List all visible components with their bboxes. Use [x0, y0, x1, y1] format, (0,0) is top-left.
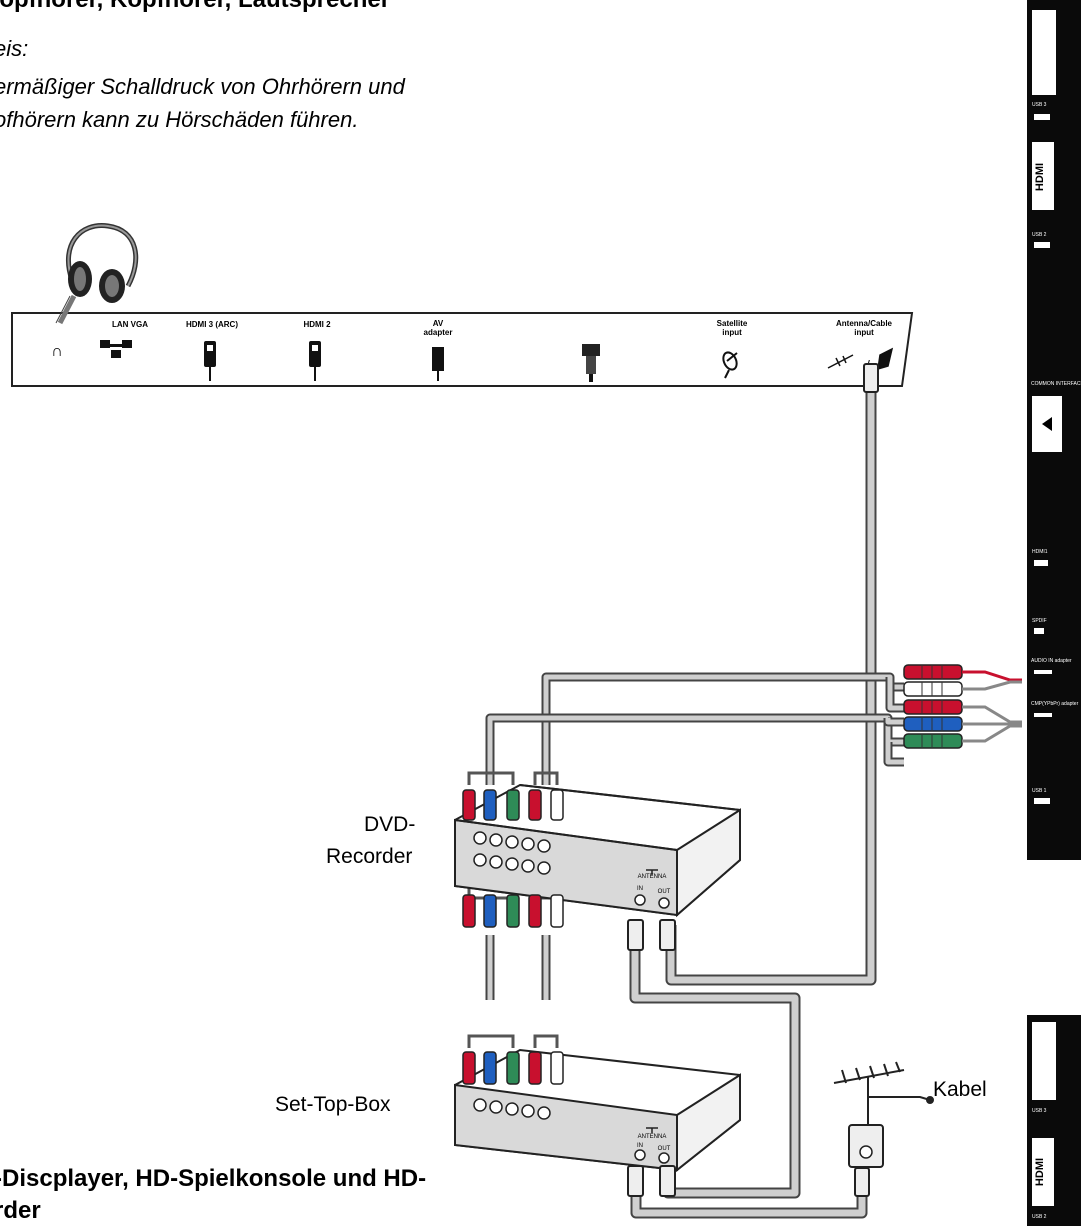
satellite-dish-icon	[722, 351, 738, 379]
cable-label: Kabel	[933, 1078, 987, 1101]
port-label-adapter: adapter	[424, 328, 453, 337]
port-label-satellite-input: input	[722, 328, 742, 337]
dvd-recorder-label-1: DVD-	[364, 813, 416, 836]
lan-port-icon	[100, 340, 132, 358]
side-connector-panel-lower: HDMI USB 3 USB 2	[1027, 1015, 1081, 1226]
roof-antenna-icon	[833, 1061, 934, 1128]
side-label-usb2-lower: USB 2	[1032, 1214, 1047, 1220]
antenna-cable-tv	[665, 392, 877, 986]
stb-in-label: IN	[637, 1143, 643, 1149]
dvd-out-label: OUT	[658, 889, 671, 895]
dvd-recorder: ANTENNA IN OUT	[454, 783, 741, 918]
dvd-in-label: IN	[637, 886, 643, 892]
wall-socket-icon	[848, 1124, 884, 1197]
stb-antenna-plugs	[627, 1165, 676, 1197]
top-heading: Kopfhörer, Kopfhörer, Lautsprecher	[0, 0, 390, 14]
port-label-antenna-input: input	[854, 328, 874, 337]
stb-antenna-label: ANTENNA	[638, 1134, 667, 1140]
vga-connector-icon	[582, 344, 600, 382]
hdmi-logo: HDMI	[1034, 163, 1046, 191]
dvd-antenna-label: ANTENNA	[638, 874, 667, 880]
side-rca-plugs	[903, 664, 1022, 749]
bottom-heading-2: rder	[0, 1197, 41, 1224]
side-label-usb1: USB 1	[1032, 788, 1047, 794]
audio-cable	[541, 672, 904, 785]
headphone-jack-icon: ∩	[51, 343, 63, 360]
hdmi2-plug-icon	[309, 341, 321, 381]
inter-device-cables	[485, 935, 551, 1000]
note-label: eis:	[0, 36, 29, 61]
tv-port-panel: ∩	[11, 312, 914, 387]
component-cable	[485, 713, 904, 785]
dvd-rca-plugs-top	[462, 789, 564, 821]
av-adapter-plug-icon	[432, 347, 444, 381]
side-label-hdmi1: HDMI1	[1032, 549, 1048, 555]
port-label-hdmi2: HDMI 2	[303, 320, 331, 329]
port-label-antenna: Antenna/Cable	[836, 319, 893, 328]
side-label-common-interface: COMMON INTERFACE	[1031, 381, 1084, 387]
port-label-av: AV	[433, 319, 444, 328]
note-line-1: ermäßiger Schalldruck von Ohrhörern und	[0, 74, 405, 99]
hdmi3-plug-icon	[204, 341, 216, 381]
headphones-icon	[55, 223, 139, 325]
dvd-rca-plugs-bottom	[462, 894, 564, 928]
hdmi-logo-lower: HDMI	[1034, 1158, 1046, 1186]
note-line-2: ofhörern kann zu Hörschäden führen.	[0, 107, 359, 132]
port-label-satellite: Satellite	[717, 319, 748, 328]
side-label-audio-in: AUDIO IN adapter	[1031, 658, 1072, 664]
side-label-spdif: SPDIF	[1032, 618, 1047, 624]
side-label-usb3-lower: USB 3	[1032, 1108, 1047, 1114]
antenna-plug-tv	[863, 363, 879, 393]
set-top-box-label: Set-Top-Box	[275, 1093, 391, 1116]
side-label-usb2: USB 2	[1032, 232, 1047, 238]
side-connector-panel: HDMI USB 3 USB 2 HDMI1 SPDIF AUDIO IN ad…	[1027, 0, 1084, 860]
bottom-heading-1: -Discplayer, HD-Spielkonsole und HD-	[0, 1165, 427, 1192]
port-label-hdmi3: HDMI 3 (ARC)	[186, 320, 238, 329]
side-label-cmp: CMP(YPbPr) adapter	[1031, 701, 1079, 707]
port-label-lan-vga: LAN VGA	[112, 320, 148, 329]
dvd-antenna-plugs	[627, 919, 676, 951]
dvd-recorder-label-2: Recorder	[326, 845, 413, 868]
side-label-usb3: USB 3	[1032, 102, 1047, 108]
stb-out-label: OUT	[658, 1146, 671, 1152]
set-top-box: ANTENNA IN OUT	[454, 1048, 741, 1173]
stb-rca-plugs	[462, 1051, 564, 1085]
